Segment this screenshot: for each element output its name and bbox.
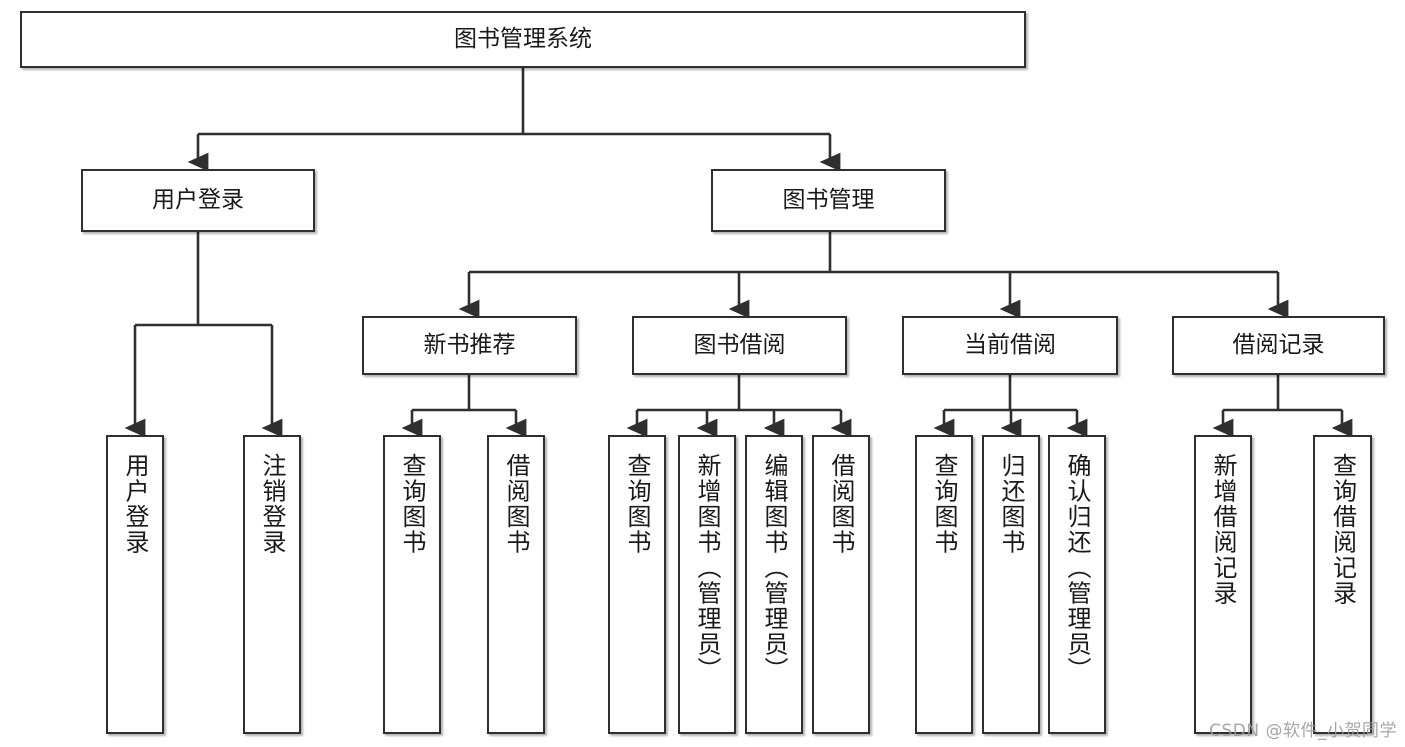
- leaf-return-book[interactable]: 归还图书: [982, 435, 1040, 734]
- leaf-edit-book-admin-label: 编辑图书（管理员）: [760, 453, 788, 683]
- leaf-confirm-return-admin[interactable]: 确认归还（管理员）: [1048, 435, 1106, 734]
- node-user-login-label: 用户登录: [152, 186, 244, 213]
- node-book-borrow-label: 图书借阅: [693, 331, 786, 358]
- leaf-current-query[interactable]: 查询图书: [915, 435, 973, 734]
- leaf-user-login[interactable]: 用户登录: [106, 435, 164, 734]
- node-current-borrow-label: 当前借阅: [964, 331, 1056, 358]
- node-user-login[interactable]: 用户登录: [81, 169, 315, 232]
- node-root[interactable]: 图书管理系统: [20, 11, 1026, 68]
- node-book-management[interactable]: 图书管理: [711, 169, 946, 232]
- node-new-book-recommend-label: 新书推荐: [423, 331, 516, 358]
- node-book-borrow[interactable]: 图书借阅: [632, 316, 847, 375]
- node-book-management-label: 图书管理: [782, 186, 875, 213]
- node-borrow-records-label: 借阅记录: [1232, 331, 1325, 358]
- leaf-current-query-label: 查询图书: [930, 453, 958, 555]
- leaf-user-login-label: 用户登录: [121, 453, 149, 555]
- leaf-add-book-admin-label: 新增图书（管理员）: [693, 453, 721, 683]
- leaf-add-book-admin[interactable]: 新增图书（管理员）: [678, 435, 736, 734]
- leaf-add-borrow-record-label: 新增借阅记录: [1209, 453, 1237, 606]
- leaf-query-borrow-record[interactable]: 查询借阅记录: [1313, 435, 1372, 734]
- csdn-watermark: CSDN @软件_小贺同学: [1209, 721, 1397, 741]
- leaf-add-borrow-record[interactable]: 新增借阅记录: [1194, 435, 1252, 734]
- leaf-new-books-borrow[interactable]: 借阅图书: [487, 435, 545, 734]
- leaf-confirm-return-admin-label: 确认归还（管理员）: [1063, 453, 1091, 683]
- leaf-borrow-book[interactable]: 借阅图书: [812, 435, 870, 734]
- leaf-borrow-book-label: 借阅图书: [827, 453, 855, 555]
- leaf-borrow-query[interactable]: 查询图书: [608, 435, 666, 734]
- leaf-borrow-query-label: 查询图书: [623, 453, 651, 555]
- node-current-borrow[interactable]: 当前借阅: [902, 316, 1118, 375]
- leaf-logout-label: 注销登录: [258, 453, 286, 555]
- leaf-query-borrow-record-label: 查询借阅记录: [1328, 453, 1357, 606]
- leaf-new-books-query[interactable]: 查询图书: [383, 435, 441, 734]
- node-borrow-records[interactable]: 借阅记录: [1172, 316, 1385, 375]
- leaf-new-books-query-label: 查询图书: [398, 453, 426, 555]
- leaf-new-books-borrow-label: 借阅图书: [502, 453, 530, 555]
- leaf-return-book-label: 归还图书: [997, 453, 1025, 555]
- leaf-edit-book-admin[interactable]: 编辑图书（管理员）: [745, 435, 803, 734]
- leaf-logout[interactable]: 注销登录: [243, 435, 301, 734]
- node-new-book-recommend[interactable]: 新书推荐: [362, 316, 577, 375]
- node-root-label: 图书管理系统: [454, 25, 592, 52]
